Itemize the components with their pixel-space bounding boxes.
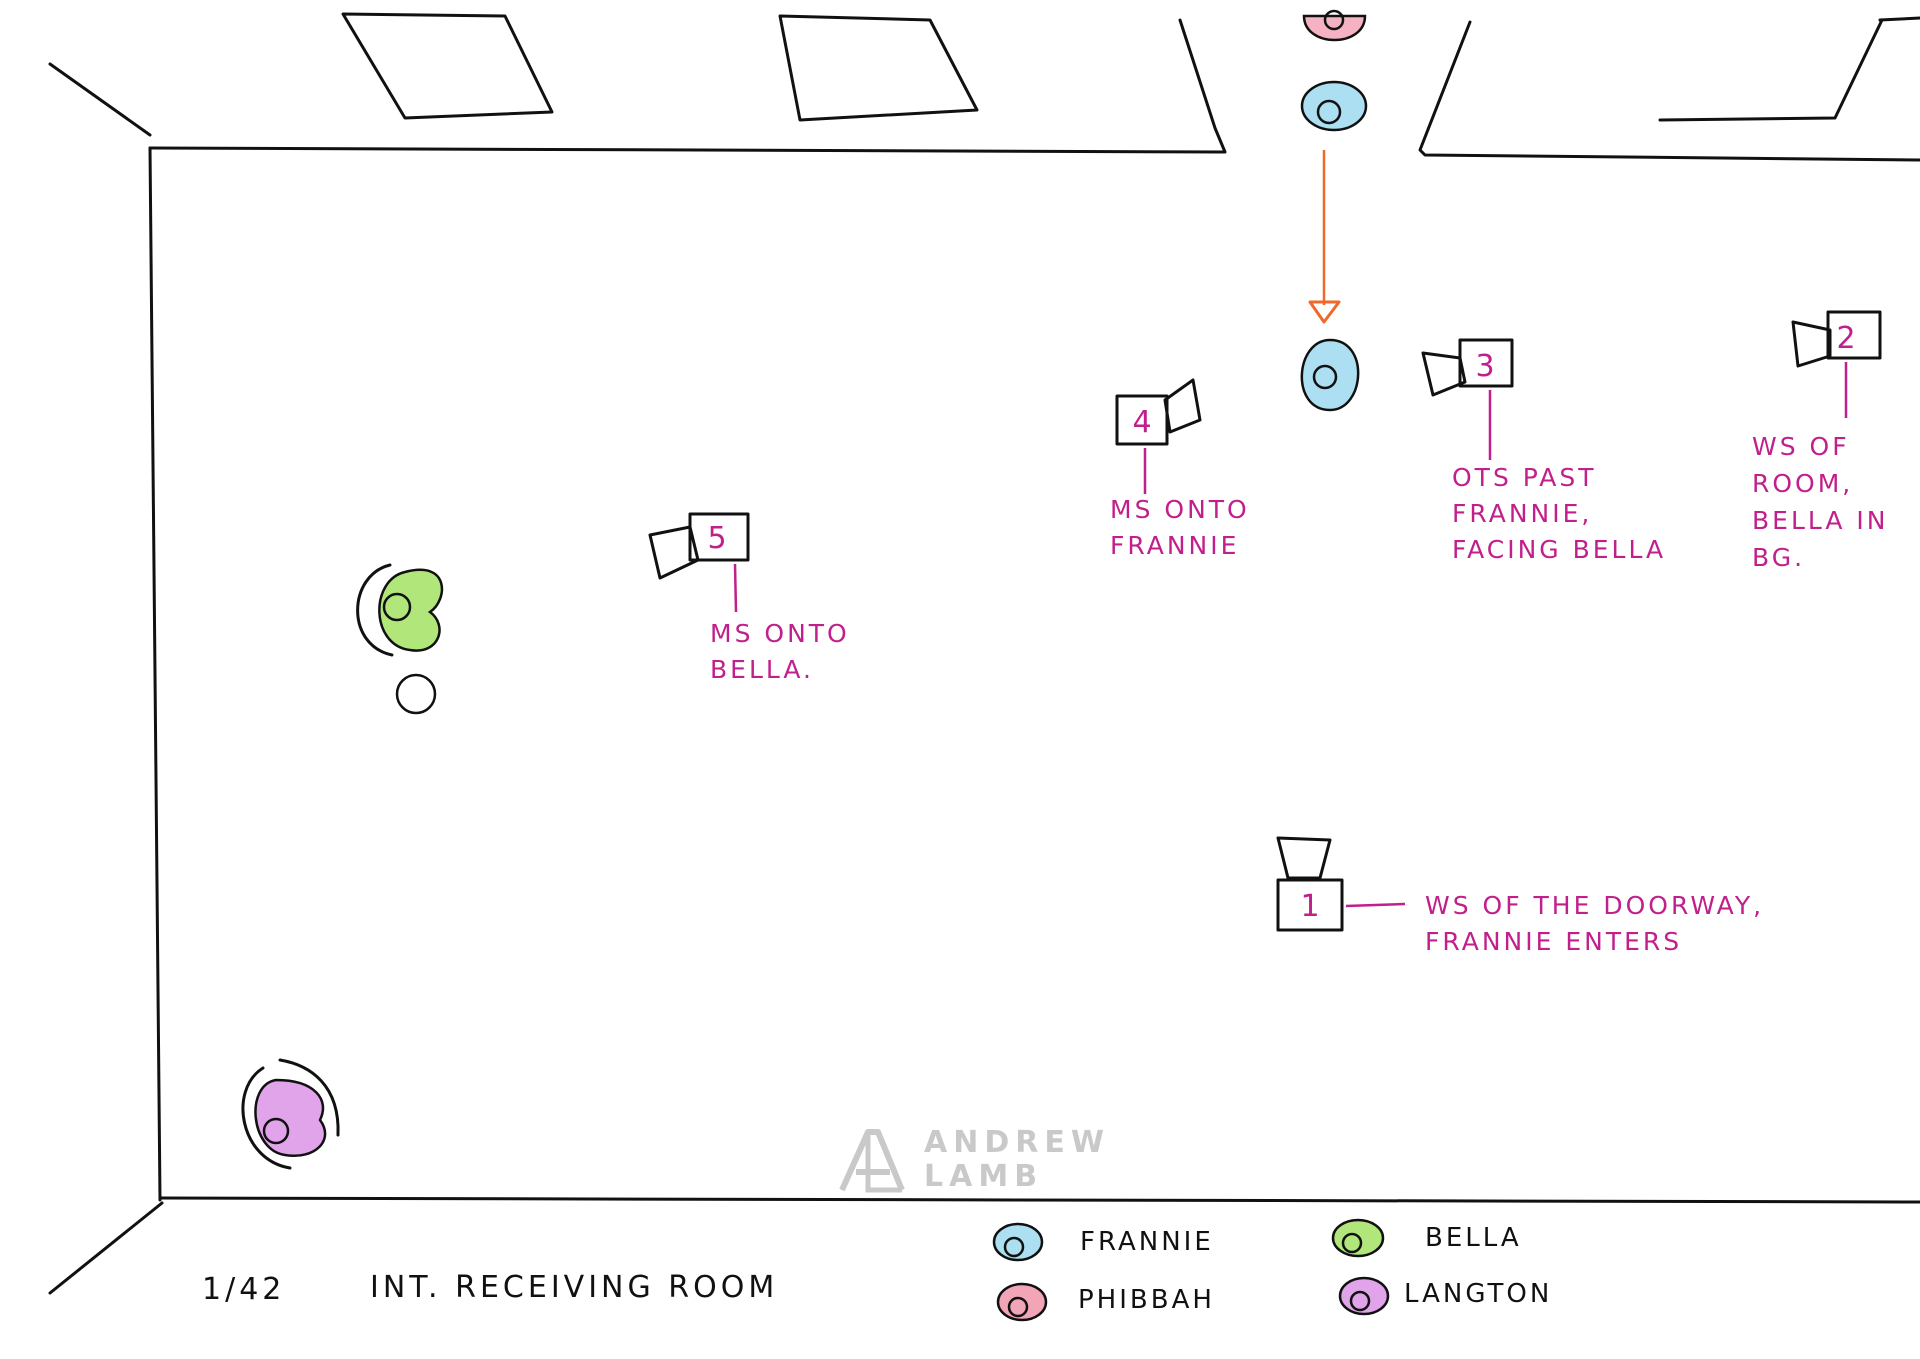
- camera-4-number: 4: [1132, 405, 1151, 440]
- window-1: [341, 12, 554, 120]
- legend-swatches: [992, 1218, 1390, 1322]
- room-walls: [48, 18, 1920, 1295]
- watermark-logo-icon: [839, 1129, 905, 1193]
- ceiling-windows: [341, 12, 1920, 122]
- watermark-line-2: LAMB: [924, 1159, 1044, 1194]
- langton-marker: [241, 1058, 340, 1170]
- camera-3-number: 3: [1475, 349, 1494, 384]
- scene-heading: INT. RECEIVING ROOM: [370, 1270, 779, 1305]
- window-2: [778, 14, 979, 122]
- watermark-line-1: ANDREW: [924, 1125, 1110, 1160]
- camera-2-number: 2: [1836, 321, 1855, 356]
- scene-number: 1/42: [202, 1272, 286, 1307]
- camera-4: 4: [1115, 378, 1202, 494]
- bella-marker: [356, 563, 444, 715]
- legend-phibbah-icon: [996, 1282, 1048, 1322]
- phibbah-start-marker: [1302, 9, 1367, 42]
- watermark: ANDREW LAMB: [838, 1126, 1104, 1196]
- camera-3: 3: [1421, 338, 1514, 460]
- legend-phibbah-label: PHIBBAH: [1078, 1285, 1215, 1315]
- frannie-start-marker: [1300, 80, 1368, 132]
- window-3: [1658, 16, 1920, 122]
- legend-frannie-icon: [992, 1222, 1044, 1262]
- camera-3-note: OTS PAST FRANNIE, FACING BELLA: [1452, 463, 1667, 564]
- frannie-end-marker: [1300, 338, 1360, 412]
- legend-langton-icon: [1338, 1276, 1390, 1316]
- camera-5: 5: [648, 512, 750, 613]
- camera-2-note: WS OF ROOM, BELLA IN BG.: [1752, 432, 1889, 572]
- camera-1: 1: [1276, 836, 1406, 932]
- camera-5-number: 5: [707, 521, 726, 556]
- camera-4-note: MS ONTO FRANNIE: [1110, 495, 1250, 560]
- legend-bella-label: BELLA: [1425, 1223, 1522, 1253]
- camera-5-note: MS ONTO BELLA.: [710, 619, 850, 684]
- camera-1-note: WS OF THE DOORWAY, FRANNIE ENTERS: [1425, 891, 1765, 956]
- camera-1-number: 1: [1300, 889, 1319, 924]
- legend-bella-icon: [1331, 1218, 1385, 1258]
- frannie-movement-arrow: [1308, 150, 1341, 324]
- legend-langton-label: LANGTON: [1404, 1279, 1553, 1309]
- legend-frannie-label: FRANNIE: [1080, 1227, 1214, 1257]
- camera-2: 2: [1791, 310, 1882, 418]
